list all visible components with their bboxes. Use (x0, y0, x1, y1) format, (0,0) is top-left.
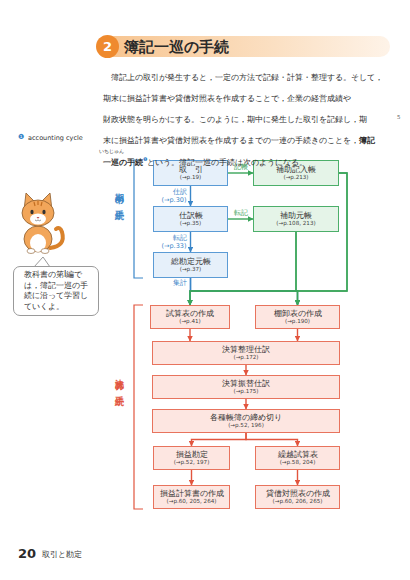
body-text: 期末に損益計算書や貸借対照表を作成することで，企業の経営成績や (103, 92, 351, 104)
node-heading: 決算整理仕訳 (222, 345, 270, 354)
phase-label: 期中の手続 (113, 186, 126, 206)
page-reference: (→p.41) (179, 318, 201, 325)
footnote-text: accounting cycle (28, 134, 83, 142)
cat-body (24, 226, 52, 252)
flow-arrow (190, 232, 191, 252)
edge-label: 転記 (234, 209, 248, 217)
page-reference: (→p.52, 196) (228, 422, 264, 429)
page-reference: (→p.58, 204) (280, 459, 316, 466)
body-text: 簿記上の取引が発生すると，一定の方法で記録・計算・整理する。そして， (111, 71, 383, 83)
paragraph-line: 簿記上の取引が発生すると，一定の方法で記録・計算・整理する。そして， (103, 71, 383, 83)
cat-paw (41, 249, 49, 254)
node-heading: 試算表の作成 (166, 309, 214, 318)
paragraph-line: 財政状態を明らかにする。このように，期中に発生した取引を記録し，期 (103, 113, 367, 125)
section-title: 簿記一巡の手続 (124, 37, 229, 57)
flow-arrow (189, 329, 190, 341)
flow-arrow (190, 186, 191, 206)
node-heading: 決算振替仕訳 (222, 379, 270, 388)
edge-label: 記帳 (234, 163, 248, 171)
phase-bracket (134, 305, 143, 509)
line-number: 5 (397, 114, 401, 121)
bubble-text: 教科書の第Ⅰ編では，簿記一巡の手続に沿って学習していくよ。 (24, 270, 88, 312)
circle-fill (96, 35, 119, 58)
closing-box: 各種帳簿の締め切り(→p.52, 196) (152, 409, 340, 433)
node-heading: 総勘定元帳 (171, 257, 211, 266)
node-heading: 繰越試算表 (278, 450, 318, 459)
paragraph-line: 期末に損益計算書や貸借対照表を作成することで，企業の経営成績や (103, 92, 351, 104)
closing-box: 貸借対照表の作成(→p.60, 206, 265) (255, 485, 340, 509)
ruby-reading: いちじゅん (99, 148, 124, 154)
body-text: 末に損益計算書や貸借対照表を作成するまでの一連の手続きのことを， (103, 134, 359, 146)
node-heading: 損益計算書の作成 (160, 489, 224, 498)
page-number: 20 (18, 546, 36, 561)
flow-arrow (245, 399, 246, 409)
key-term: 一巡の手続 (103, 156, 143, 168)
node-heading: 仕訳帳 (179, 211, 203, 220)
page-reference: (→p.175) (233, 388, 258, 395)
closing-box: 試算表の作成(→p.41) (150, 305, 230, 329)
phase-label: 決算の手続 (113, 372, 126, 392)
page-reference: (→p.60, 206, 265) (273, 498, 323, 505)
flow-arrow (298, 173, 348, 305)
cat-nose (37, 217, 40, 219)
page-reference: (→p.52, 197) (174, 459, 210, 466)
flow-arrow (297, 470, 298, 485)
edge-label: 仕訳 (→p.30) (157, 188, 187, 204)
flow-arrow (228, 172, 253, 173)
edge-label: 集計 (157, 279, 187, 287)
process-box: 総勘定元帳(→p.37) (153, 252, 228, 278)
closing-box: 決算整理仕訳(→p.172) (152, 341, 340, 365)
paragraph-line: 末に損益計算書や貸借対照表を作成するまでの一連の手続きのことを，簿記 (103, 134, 375, 146)
page-reference: (→p.35) (180, 220, 202, 227)
node-heading: 損益勘定 (176, 450, 208, 459)
cat-stripes (34, 201, 42, 206)
page-reference: (→p.108, 213) (276, 220, 315, 227)
cat-illustration (22, 193, 63, 254)
flow-arrow (246, 433, 298, 446)
page-reference: (→p.60, 205, 264) (167, 498, 217, 505)
flow-arrow (297, 329, 298, 341)
body-text: という。簿記一巡の手続は次のようになる。 (147, 156, 307, 168)
cat-muzzle (30, 214, 46, 225)
flow-arrow (191, 470, 192, 485)
key-term: 簿記 (359, 134, 375, 146)
flow-arrow (190, 173, 347, 305)
closing-box: 損益計算書の作成(→p.60, 205, 264) (153, 485, 230, 509)
cat-paw (27, 249, 35, 254)
node-heading: 各種帳簿の締め切り (210, 413, 282, 422)
cat-mouth (35, 220, 41, 222)
flow-arrow (245, 365, 246, 375)
page-reference: (→p.172) (233, 354, 258, 361)
page-reference: (→p.19) (180, 174, 202, 181)
speech-bubble: 教科書の第Ⅰ編では，簿記一巡の手続に沿って学習していくよ。 (13, 266, 99, 316)
section-number-text: 2 (103, 40, 112, 53)
page-reference: (→p.213) (283, 174, 308, 181)
title-band (104, 36, 390, 57)
section-number: 2 (96, 35, 119, 58)
node-heading: 貸借対照表の作成 (266, 489, 330, 498)
running-footer: 取引と勘定 (42, 550, 82, 559)
page-reference: (→p.190) (285, 318, 310, 325)
node-heading: 補助元帳 (280, 211, 312, 220)
closing-box: 損益勘定(→p.52, 197) (153, 446, 230, 470)
closing-box: 繰越試算表(→p.58, 204) (255, 446, 340, 470)
cat-head (22, 200, 54, 226)
sub-book-box: 補助元帳(→p.108, 213) (253, 206, 339, 232)
process-box: 仕訳帳(→p.35) (153, 206, 228, 232)
footnote-mark: ❶ (143, 156, 147, 162)
closing-box: 決算振替仕訳(→p.175) (152, 375, 340, 399)
cat-eye (30, 210, 33, 214)
closing-box: 棚卸表の作成(→p.190) (255, 305, 340, 329)
page-reference: (→p.37) (180, 266, 202, 273)
node-heading: 棚卸表の作成 (274, 309, 322, 318)
body-text: 財政状態を明らかにする。このように，期中に発生した取引を記録し，期 (103, 113, 367, 125)
footnote-mark: ❶ (18, 133, 24, 142)
flow-arrow (192, 433, 247, 446)
cat-eye (42, 210, 45, 214)
phase-bracket (134, 160, 143, 278)
flow-arrow (228, 218, 253, 219)
paragraph-line: 一巡の手続❶という。簿記一巡の手続は次のようになる。 (103, 156, 307, 168)
edge-label: 転記 (→p.33) (157, 234, 187, 250)
